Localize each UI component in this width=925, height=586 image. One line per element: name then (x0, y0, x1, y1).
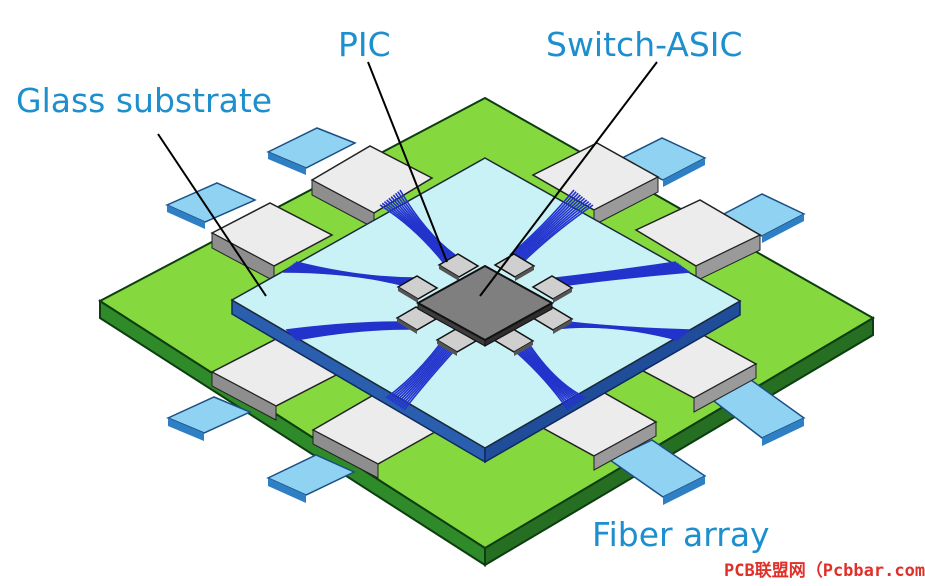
waveguide-line (393, 346, 447, 404)
pic-chip (396, 275, 439, 303)
waveguide-line (522, 346, 579, 404)
label-fiber-array: Fiber array (592, 515, 770, 554)
waveguide-line (526, 344, 585, 401)
waveguide-line (521, 202, 592, 262)
module (531, 142, 660, 226)
waveguide-line (519, 348, 575, 407)
waveguide-line (397, 191, 455, 257)
waveguide-line (557, 262, 678, 280)
waveguide-line (512, 192, 579, 258)
waveguide-line (385, 343, 441, 399)
switch-asic-chip (415, 264, 555, 347)
waveguide-line (520, 347, 577, 406)
label-switch-asic: Switch-ASIC (546, 25, 743, 64)
waveguide-line (403, 350, 455, 411)
waveguide-line (522, 204, 594, 263)
waveguide-line (518, 199, 588, 261)
waveguide-line (514, 350, 569, 411)
waveguide-line (392, 194, 452, 258)
pic-chip (493, 253, 536, 281)
waveguide-line (295, 328, 417, 341)
waveguide-line (515, 196, 583, 259)
waveguide-line (558, 263, 680, 281)
waveguide-line (381, 202, 445, 262)
fiber-array (266, 127, 357, 175)
watermark: PCB联盟网（Pcbbar.com） (724, 561, 925, 581)
waveguide-line (509, 189, 575, 256)
waveguide-line (565, 268, 687, 285)
pic-chip (531, 275, 574, 303)
waveguide-line (561, 265, 683, 282)
waveguide-line (383, 201, 447, 261)
waveguide-line (386, 199, 448, 261)
fiber-array (266, 454, 356, 503)
label-pic: PIC (338, 25, 391, 64)
waveguide-line (523, 345, 581, 403)
waveguide-line (566, 270, 689, 286)
label-glass-substrate: Glass substrate (16, 81, 273, 120)
leader-line-pic (367, 61, 448, 263)
waveguide-line (401, 349, 454, 410)
waveguide-line (399, 348, 452, 408)
waveguide-line (510, 191, 577, 257)
waveguide-line (517, 348, 573, 408)
leader-line-asic (479, 61, 658, 297)
fiber-arrays (165, 127, 806, 505)
fiber-array (166, 396, 252, 441)
waveguides (282, 189, 691, 411)
waveguide-line (295, 261, 415, 279)
pic-chip (437, 253, 480, 281)
waveguide-line (567, 321, 691, 331)
waveguide-line (562, 266, 684, 283)
waveguide-line (387, 344, 443, 400)
module (210, 202, 334, 282)
fiber-array (165, 182, 257, 229)
waveguide-line (567, 271, 691, 286)
waveguide-line (394, 192, 453, 258)
waveguide-line (397, 348, 450, 407)
leader-lines (157, 61, 658, 297)
waveguide-line (559, 264, 681, 282)
waveguide-line (516, 349, 571, 410)
waveguide-line (555, 261, 677, 279)
waveguide-line (379, 204, 444, 263)
leader-line-glass (157, 133, 267, 297)
waveguide-line (519, 201, 590, 262)
waveguide-line (391, 345, 446, 403)
fiber-array (608, 439, 707, 505)
waveguide-line (516, 197, 586, 260)
waveguide-line (563, 267, 686, 284)
waveguide-line (389, 345, 444, 402)
waveguide-line (399, 189, 456, 256)
waveguide-line (513, 194, 581, 258)
waveguide-line (395, 347, 449, 406)
waveguide-line (528, 343, 587, 399)
waveguide-line (525, 345, 583, 402)
pic-chips (395, 253, 574, 356)
